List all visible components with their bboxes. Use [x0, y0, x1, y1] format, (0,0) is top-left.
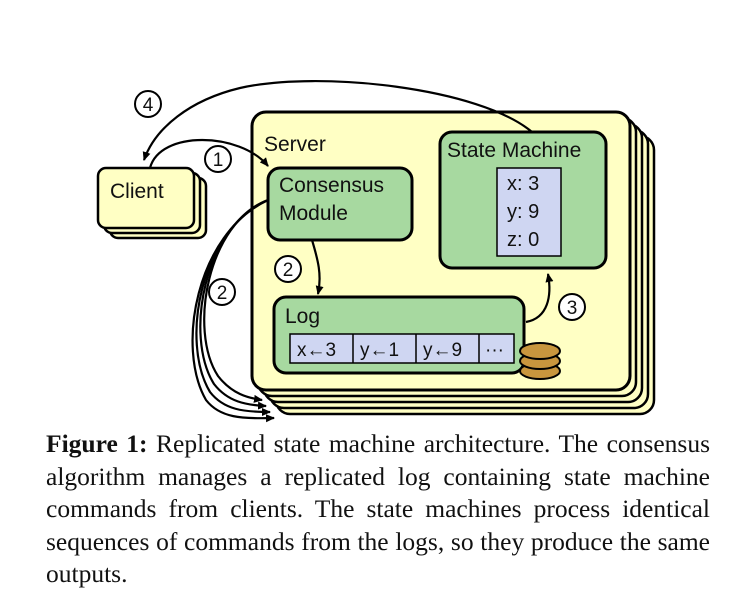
state-value-x: x: 3 [507, 173, 539, 195]
arrow-4 [142, 80, 533, 161]
state-values-box [496, 167, 562, 257]
architecture-diagram: Server Client Consensus Module State Mac… [96, 80, 656, 423]
arrow-2-remote-4 [191, 199, 275, 423]
caption-label: Figure 1: [46, 429, 148, 458]
client-box [96, 166, 196, 230]
step-2-local: 2 [283, 260, 294, 281]
log: Log x←3 y←1 y←9 ··· [272, 295, 526, 375]
step-3: 3 [567, 298, 578, 319]
client-stack: Client [96, 166, 208, 240]
log-entry-2: y←1 [360, 340, 399, 361]
arrow-2-local [310, 239, 324, 295]
state-machine-label: State Machine [447, 139, 581, 162]
step-4: 4 [143, 95, 154, 116]
figure-caption: Figure 1: Replicated state machine archi… [46, 428, 710, 591]
caption-text: Replicated state machine architecture. T… [46, 429, 711, 588]
log-label: Log [285, 305, 320, 328]
log-entry-3: y←9 [423, 340, 462, 361]
consensus-label-line1: Consensus [279, 174, 384, 197]
log-entry-more: ··· [485, 340, 504, 361]
server-label: Server [264, 133, 326, 156]
state-machine: State Machine x: 3 y: 9 z: 0 [438, 130, 608, 270]
state-value-y: y: 9 [507, 201, 539, 223]
step-1: 1 [213, 150, 224, 171]
arrow-1 [148, 139, 269, 169]
disk-storage-icon [519, 342, 561, 380]
step-2-remote: 2 [217, 283, 228, 304]
arrow-3 [525, 273, 554, 324]
log-entry-1: x←3 [297, 340, 336, 361]
client-label: Client [110, 180, 164, 203]
step-markers: 1 2 2 3 4 [134, 90, 586, 321]
consensus-label-line2: Module [279, 202, 348, 225]
state-value-z: z: 0 [507, 229, 539, 251]
arrows [142, 80, 554, 423]
consensus-module: Consensus Module [266, 166, 414, 242]
